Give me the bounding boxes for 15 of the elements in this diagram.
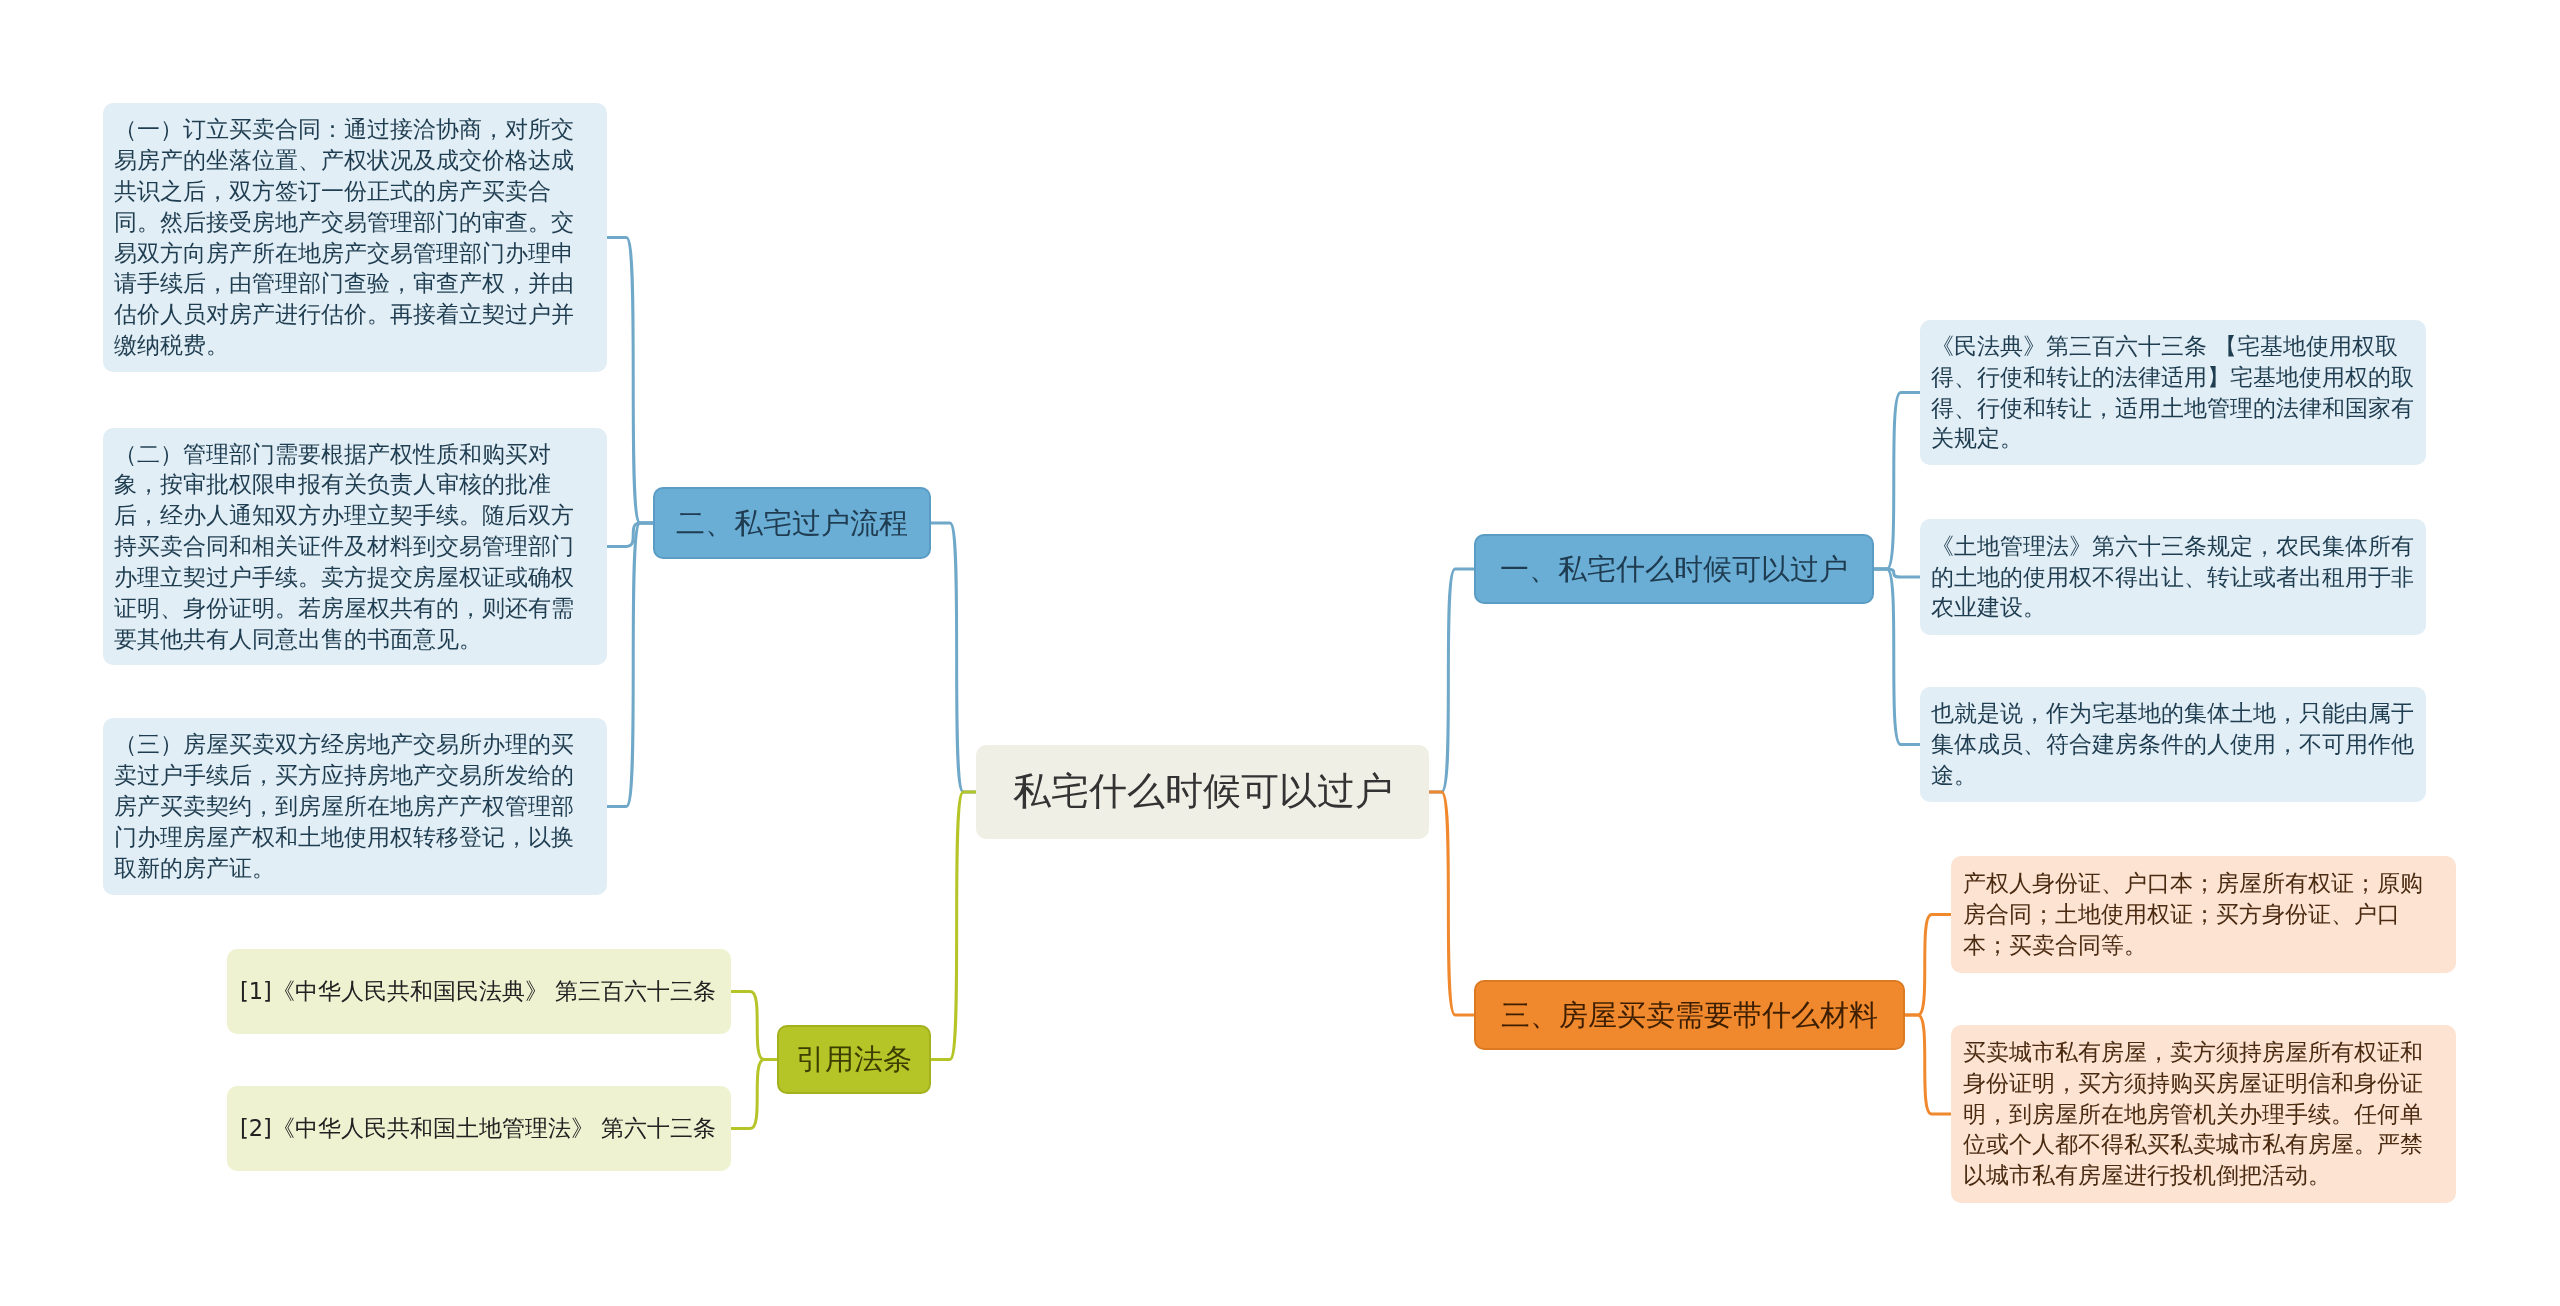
note-box: 《土地管理法》第六十三条规定，农民集体所有的土地的使用权不得出让、转让或者出租用于非农业建设。 xyxy=(1920,519,2426,635)
note-box: 产权人身份证、户口本；房屋所有权证；原购房合同；土地使用权证；买方身份证、户口本；买卖合同等。 xyxy=(1951,856,2456,973)
note-box: 买卖城市私有房屋，卖方须持房屋所有权证和身份证明，买方须持购买房屋证明信和身份证明，到房屋所在地房管机关办理手续。任何单位或个人都不得私买私卖城市私有房屋。严禁以城市私有房屋进行投机倒把活动。 xyxy=(1951,1025,2456,1203)
note-box: [1]《中华人民共和国民法典》 第三百六十三条 xyxy=(227,949,731,1034)
branch-topic-box: 引用法条 xyxy=(777,1025,931,1094)
note-box: （二）管理部门需要根据产权性质和购买对象，按审批权限申报有关负责人审核的批准后，经办人通知双方办理立契手续。随后双方持买卖合同和相关证件及材料到交易管理部门办理立契过户手续。卖方提交房屋权证或确权证明、身份证明。若房屋权共有的，则还有需要其他共有人同意出售的书面意见。 xyxy=(103,428,607,665)
branch-topic-box: 三、房屋买卖需要带什么材料 xyxy=(1474,980,1905,1050)
note-box: （三）房屋买卖双方经房地产交易所办理的买卖过户手续后，买方应持房地产交易所发给的房产买卖契约，到房屋所在地房产产权管理部门办理房屋产权和土地使用权转移登记，以换取新的房产证。 xyxy=(103,718,607,895)
note-box: （一）订立买卖合同：通过接洽协商，对所交易房产的坐落位置、产权状况及成交价格达成共识之后，双方签订一份正式的房产买卖合同。然后接受房地产交易管理部门的审查。交易双方向房产所在地房产交易管理部门办理申请手续后，由管理部门查验，审查产权，并由估价人员对房产进行估价。再接着立契过户并缴纳税费。 xyxy=(103,103,607,372)
note-box: [2]《中华人民共和国土地管理法》 第六十三条 xyxy=(227,1086,731,1171)
branch-topic-box: 一、私宅什么时候可以过户 xyxy=(1474,534,1874,604)
branch-topic-box: 二、私宅过户流程 xyxy=(653,487,931,559)
note-box: 也就是说，作为宅基地的集体土地，只能由属于集体成员、符合建房条件的人使用，不可用作他途。 xyxy=(1920,687,2426,802)
root-topic-box: 私宅什么时候可以过户 xyxy=(976,745,1429,839)
note-box: 《民法典》第三百六十三条 【宅基地使用权取得、行使和转让的法律适用】宅基地使用权的取得、行使和转让，适用土地管理的法律和国家有关规定。 xyxy=(1920,320,2426,465)
